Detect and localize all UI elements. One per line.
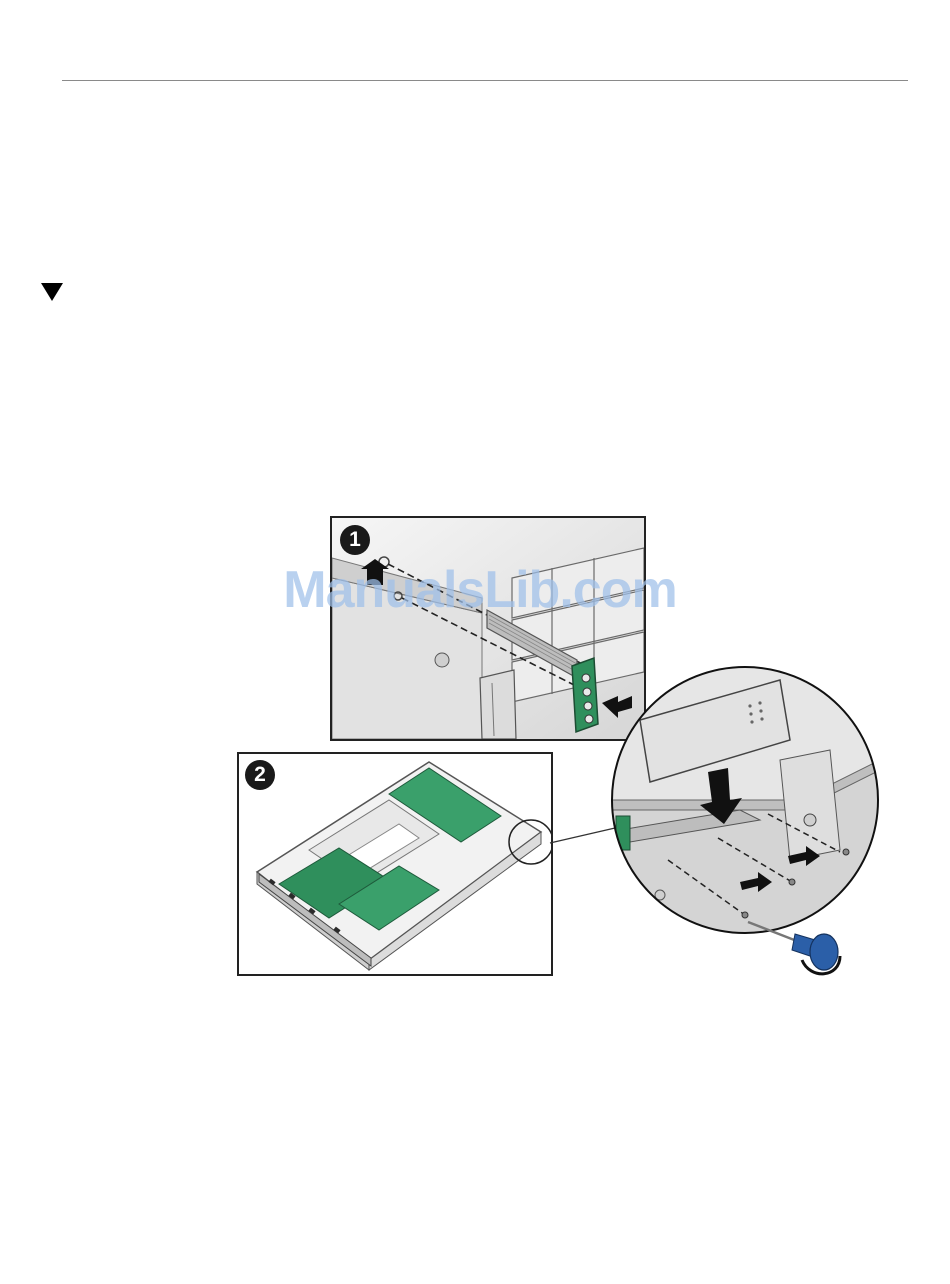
illustration-panel-step-2: 2 [237,752,553,976]
header-rule [62,80,908,81]
zoomed-detail-illustration [540,660,890,980]
down-triangle-icon [41,283,63,301]
step-2-badge: 2 [245,760,275,790]
zoom-callout [540,660,890,980]
chassis-top-illustration [239,754,551,974]
watermark: ManualsLib.com [250,560,710,620]
step-1-badge: 1 [340,525,370,555]
